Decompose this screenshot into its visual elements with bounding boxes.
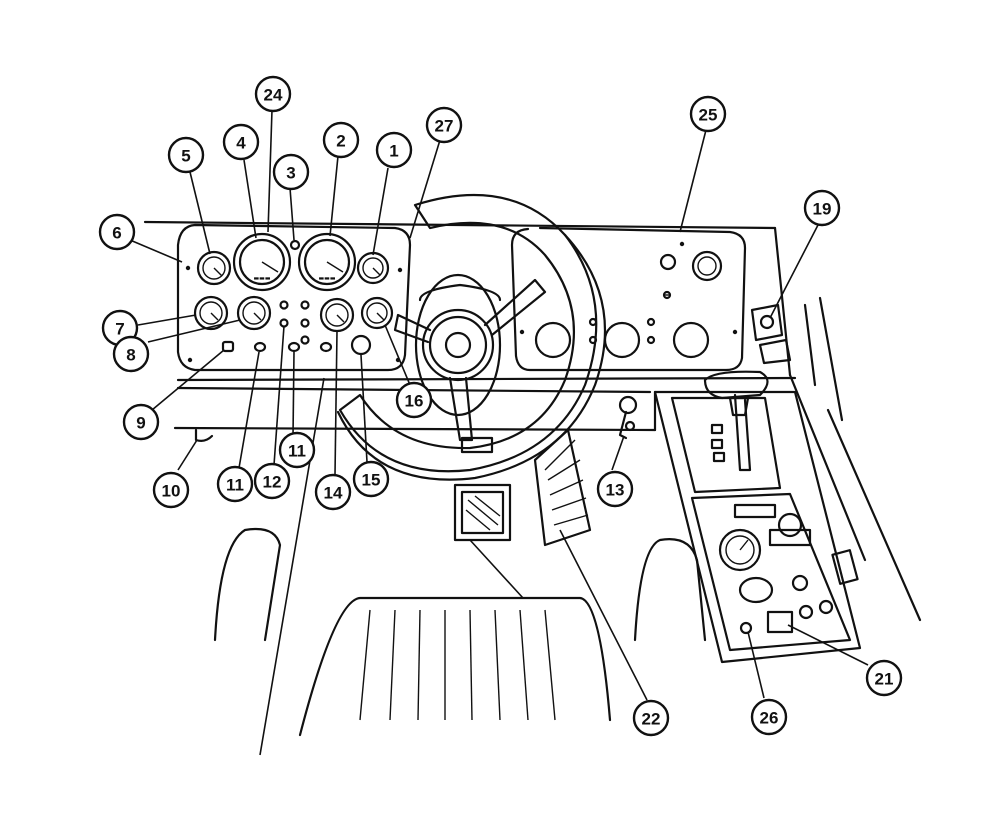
callout-11-right: 11 — [278, 431, 316, 469]
switch-row — [221, 334, 372, 356]
gauge-1-small — [356, 251, 390, 285]
svg-text:▬▬▬: ▬▬▬ — [253, 275, 270, 282]
callout-24-label: 24 — [264, 86, 283, 105]
ignition-key-13 — [618, 395, 638, 440]
callout-15-label: 15 — [362, 471, 381, 490]
gauge-8 — [236, 295, 272, 331]
gauge-7 — [193, 295, 229, 331]
callout-16: 16 — [395, 381, 433, 419]
callout-26-label: 26 — [760, 709, 779, 728]
brake-pedal — [453, 483, 512, 542]
indicator-3 — [289, 239, 301, 251]
callout-1-label: 1 — [389, 142, 398, 161]
leader-lines — [129, 109, 869, 756]
callout-6-label: 6 — [112, 224, 121, 243]
door-frame — [788, 296, 922, 622]
callout-14: 14 — [314, 473, 352, 511]
callout-8: 8 — [112, 335, 150, 373]
callout-11b-label: 11 — [288, 442, 306, 461]
callout-22: 22 — [632, 699, 670, 737]
callout-13-label: 13 — [606, 481, 625, 500]
callout-21: 21 — [865, 659, 903, 697]
rear-component-19 — [750, 303, 792, 365]
callout-25-label: 25 — [699, 106, 718, 125]
callout-3-label: 3 — [286, 164, 295, 183]
steering-wheel — [336, 193, 607, 481]
callout-7-label: 7 — [115, 320, 124, 339]
callout-11-left: 11 — [216, 465, 254, 503]
callout-5-label: 5 — [181, 147, 190, 166]
callout-22-label: 22 — [642, 710, 661, 729]
callout-27: 27 — [425, 106, 463, 144]
callout-11a-label: 11 — [226, 476, 244, 495]
callout-19: 19 — [803, 189, 841, 227]
gauge-4-large: ▬▬▬ — [232, 232, 292, 292]
svg-text:▬▬▬: ▬▬▬ — [318, 275, 335, 282]
left-seat — [213, 527, 282, 642]
center-console — [653, 370, 862, 664]
gauge-16 — [360, 296, 394, 330]
callout-24: 24 — [254, 75, 292, 113]
callout-15: 15 — [352, 460, 390, 498]
callout-9-label: 9 — [136, 414, 145, 433]
callout-8-label: 8 — [126, 346, 135, 365]
callout-16-label: 16 — [405, 392, 424, 411]
callout-12: 12 — [253, 462, 291, 500]
callout-4-label: 4 — [236, 134, 246, 153]
callout-21-label: 21 — [875, 670, 894, 689]
gauge-5-small — [196, 250, 232, 286]
right-dash-panel — [510, 226, 747, 372]
callout-10-label: 10 — [162, 482, 181, 501]
center-seat — [298, 596, 612, 737]
accelerator-pedal — [533, 428, 592, 547]
item-10 — [194, 428, 214, 442]
callout-12-label: 12 — [263, 473, 282, 492]
callout-1: 1 — [375, 131, 413, 169]
callout-19-label: 19 — [813, 200, 832, 219]
callout-14-label: 14 — [324, 484, 343, 503]
callout-4: 4 — [222, 123, 260, 161]
callout-26: 26 — [750, 698, 788, 736]
indicator-lights — [279, 300, 310, 345]
callout-13: 13 — [596, 470, 634, 508]
callout-5: 5 — [167, 136, 205, 174]
callout-3: 3 — [272, 153, 310, 191]
callout-6: 6 — [98, 213, 136, 251]
callout-9: 9 — [122, 403, 160, 441]
callout-2: 2 — [322, 121, 360, 159]
callout-2-label: 2 — [336, 132, 345, 151]
right-seat — [633, 538, 707, 642]
callout-27-label: 27 — [435, 117, 454, 136]
gauge-14 — [319, 297, 355, 333]
callout-25: 25 — [689, 95, 727, 133]
gauge-2-large: ▬▬▬ — [297, 232, 357, 292]
callout-10: 10 — [152, 471, 190, 509]
